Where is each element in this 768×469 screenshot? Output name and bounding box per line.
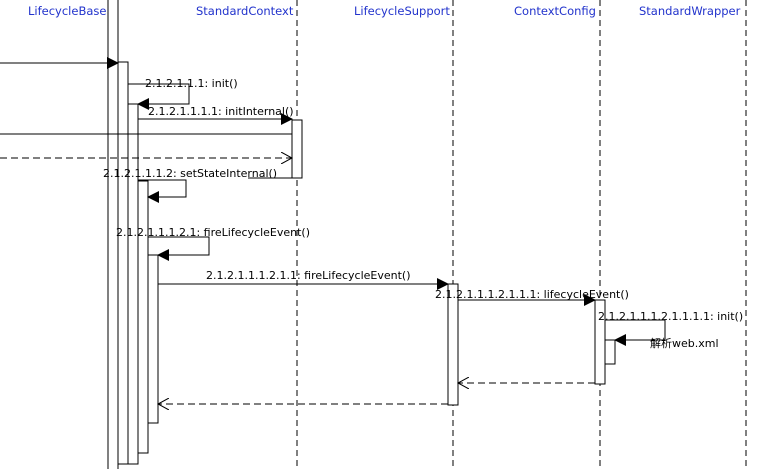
lifeline-header-lifecycle-support: LifecycleSupport <box>354 4 450 18</box>
activation-lifecycle-base-3 <box>137 180 149 454</box>
message-lifecycle-event: 2.1.2.1.1.1.2.1.1.1: lifecycleEvent() <box>435 288 629 301</box>
message-set-state-internal: 2.1.2.1.1.1.2: setStateInternal() <box>103 167 277 180</box>
activation-lifecycle-support <box>447 283 459 406</box>
lifeline-header-context-config: ContextConfig <box>514 4 596 18</box>
arrow-fire-lifecycle-event-self-call <box>148 236 210 261</box>
lifeline-header-standard-wrapper: StandardWrapper <box>639 4 741 18</box>
arrow-init-self-call <box>128 83 190 110</box>
message-fire-lifecycle-event: 2.1.2.1.1.1.2.1: fireLifecycleEvent() <box>116 226 310 239</box>
message-wrapper-init: 2.1.2.1.1.1.2.1.1.1.1: init() <box>598 310 743 323</box>
message-init-internal: 2.1.2.1.1.1.1: initInternal() <box>148 105 294 118</box>
activation-standard-context <box>291 119 303 179</box>
activation-lifecycle-base-1 <box>117 61 129 465</box>
note-parse-web-xml: 解析web.xml <box>650 336 719 350</box>
message-support-fire-lifecycle-event: 2.1.2.1.1.1.2.1.1: fireLifecycleEvent() <box>206 269 411 282</box>
lifeline-header-lifecycle-base: LifecycleBase <box>28 4 106 18</box>
activation-lifecycle-base-4 <box>147 254 159 424</box>
arrow-wrapper-init-self-call <box>605 319 666 346</box>
message-init: 2.1.2.1.1.1: init() <box>145 77 238 90</box>
activation-context-config-2 <box>604 339 616 365</box>
arrow-set-state-internal-self-call <box>138 179 187 203</box>
lifeline-header-standard-context: StandardContext <box>196 4 294 18</box>
